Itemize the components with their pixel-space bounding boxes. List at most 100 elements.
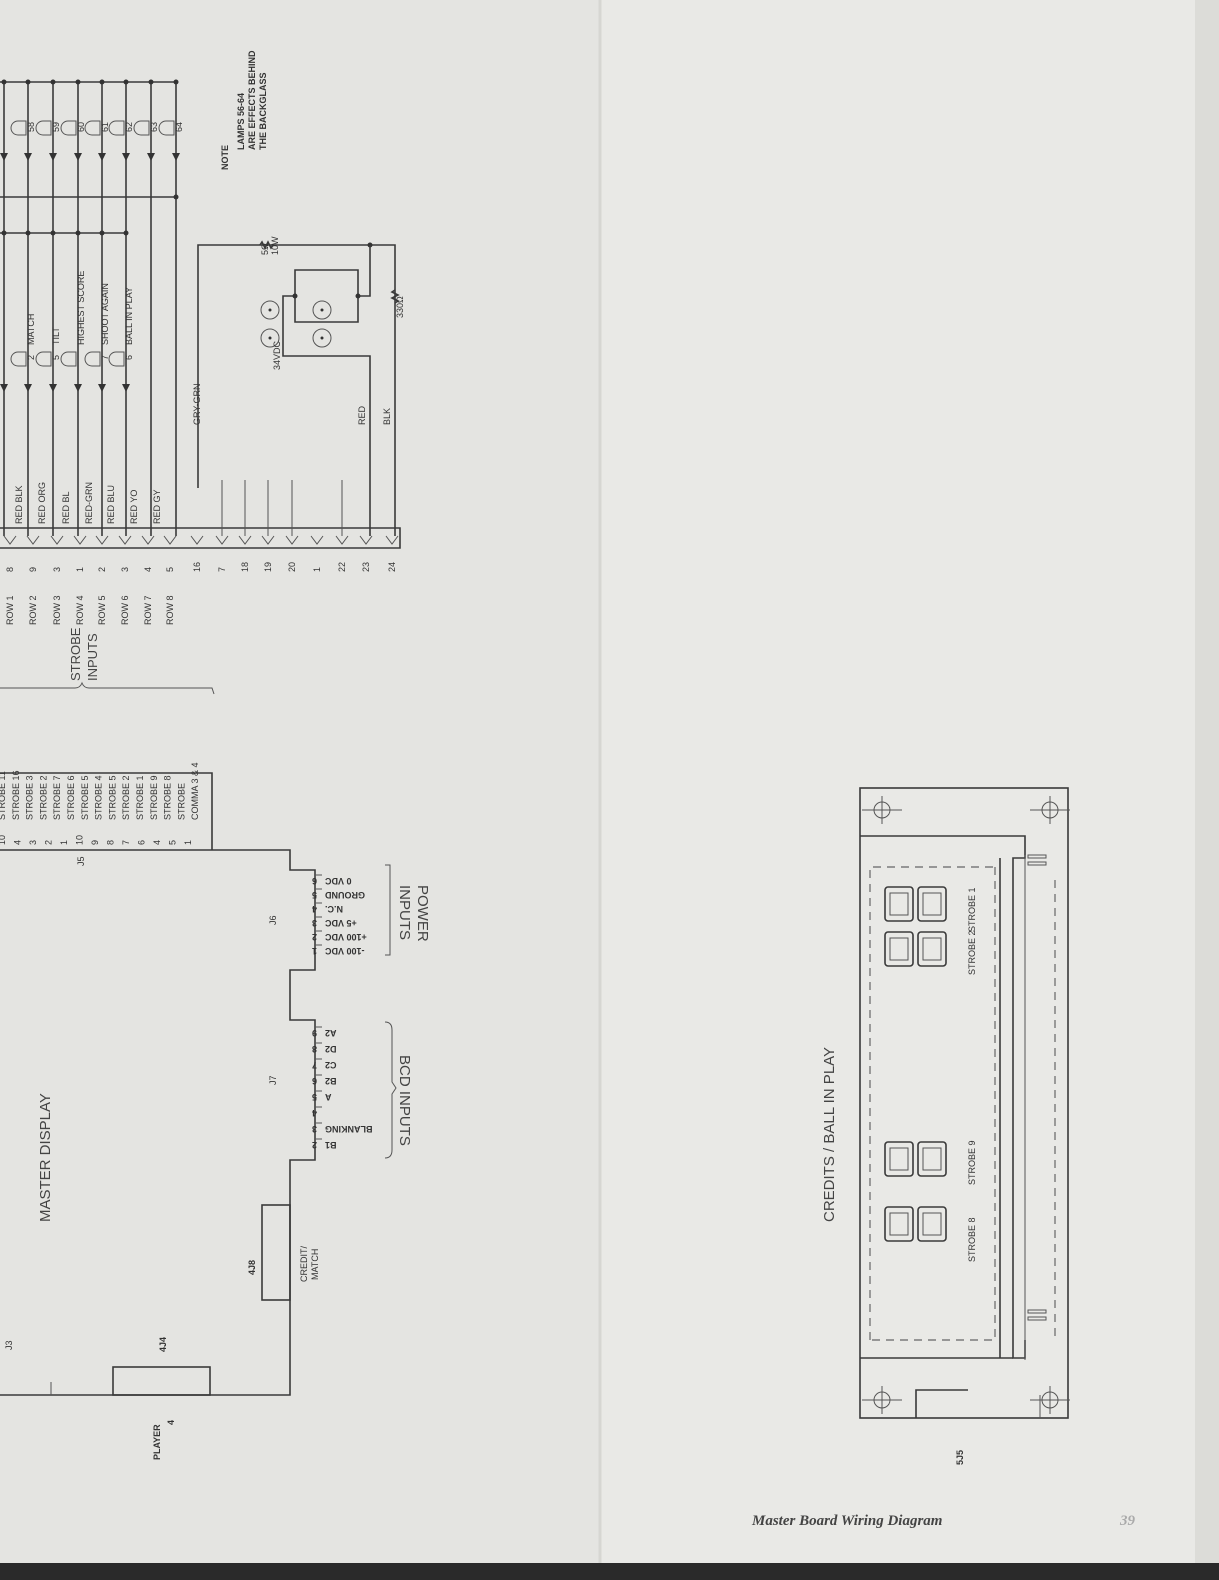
lamp-label: HIGHEST SCORE [76, 271, 86, 345]
pin-arrow [95, 535, 109, 545]
seven-segment-digit [884, 1206, 914, 1242]
junction-dot [99, 230, 105, 236]
lamp-number: 2 [26, 355, 36, 360]
strobe-label: STROBE 8 [967, 1217, 977, 1262]
j5-pin: 5 [168, 840, 178, 845]
junction-dot [99, 79, 105, 85]
credit-match-label: CREDIT/ [299, 1246, 309, 1282]
j5-signal: STROBE 11 [0, 771, 7, 820]
4j4-connector [112, 1366, 211, 1396]
pin-number: 1 [312, 567, 322, 572]
lamp-icon [84, 351, 101, 367]
lamp-icon [84, 120, 101, 136]
wire-label-blk: BLK [382, 408, 392, 425]
j6-pin: 5 [312, 890, 317, 900]
lamp-icon [35, 351, 52, 367]
j5-signal: STROBE 5 [80, 775, 90, 820]
diode-icon [122, 153, 130, 161]
pin-number: 3 [120, 567, 130, 572]
j3-label: J3 [4, 1340, 14, 1350]
lamp-number: 62 [124, 122, 134, 132]
left-page [0, 0, 600, 1565]
j5-signal: STROBE 8 [163, 775, 173, 820]
lamp-icon [60, 120, 77, 136]
lamp-icon [158, 120, 175, 136]
pin-number: 1 [75, 567, 85, 572]
row-label: ROW 7 [143, 595, 153, 625]
j5-pin: 1 [183, 840, 193, 845]
pin-arrow [50, 535, 64, 545]
j7-pin: 8 [312, 1044, 317, 1054]
pin-number: 18 [240, 562, 250, 572]
wire-color-label: RED BLK [14, 485, 24, 524]
j7-pin: 5 [312, 1092, 317, 1102]
j7-signal: A [325, 1092, 332, 1102]
diode-icon [24, 153, 32, 161]
pin-number: 23 [361, 562, 371, 572]
resistor-value: 5Ω [260, 243, 270, 255]
j6-pin: 6 [312, 876, 317, 886]
row-label: ROW 6 [120, 595, 130, 625]
digit-inner [889, 1147, 909, 1171]
junction-dot [75, 230, 81, 236]
lamp-number: 7 [100, 355, 110, 360]
row-label: ROW 1 [5, 595, 15, 625]
j5-pin: 6 [137, 840, 147, 845]
j7-pin: 3 [312, 1124, 317, 1134]
pin-number: 9 [28, 567, 38, 572]
j7-signal: B1 [325, 1140, 337, 1150]
lamp-icon [108, 351, 125, 367]
j5-pin: 2 [44, 840, 54, 845]
lamp-filament [320, 336, 324, 340]
junction-dot [25, 79, 31, 85]
pin-number: 16 [192, 562, 202, 572]
seven-segment-digit [884, 886, 914, 922]
pin-number: 4 [143, 567, 153, 572]
j5-signal: STROBE [176, 783, 186, 820]
resistor-value: 330Ω [395, 296, 405, 318]
5j5-label: 5J5 [955, 1450, 965, 1465]
strobe-group-label: STROBE [68, 627, 83, 681]
row-label: ROW 5 [97, 595, 107, 625]
lamp-cluster-wire [282, 245, 371, 536]
wire-color-label: RED YO [129, 490, 139, 524]
j6-signal: N.C. [325, 904, 343, 914]
bcd-brace [384, 1021, 397, 1159]
j5-pin: 10 [75, 835, 85, 845]
j7-pin: 4 [312, 1108, 317, 1118]
voltage-label: 34VDC [272, 340, 282, 370]
pin-arrow [26, 535, 40, 545]
pin-arrow [3, 535, 17, 545]
digit-inner [922, 1147, 942, 1171]
seven-segment-digits [884, 886, 947, 1242]
j5-pin: 4 [152, 840, 162, 845]
j6-pin: 1 [312, 946, 317, 956]
wire-color-label: RED BL [61, 491, 71, 524]
pin-number: 2 [97, 567, 107, 572]
strobe-label: STROBE 1 [967, 887, 977, 932]
diode-icon [49, 384, 57, 392]
junction-dot [1, 230, 7, 236]
seven-segment-digit [884, 931, 914, 967]
j6-label: J6 [268, 915, 278, 925]
j6-signal: GROUND [325, 890, 365, 900]
j5-signal: STROBE 1 [135, 775, 145, 820]
seven-segment-digit [917, 886, 947, 922]
junction-dot [50, 79, 56, 85]
j5-pin: 10 [0, 835, 7, 845]
lamp-label: BALL IN PLAY [124, 287, 134, 345]
lamp-icon [10, 120, 27, 136]
scan-edge [0, 1563, 1219, 1580]
mounting-holes [862, 796, 1070, 1414]
pin-arrow [118, 535, 132, 545]
j5-signal: STROBE 9 [149, 775, 159, 820]
j7-pin: 9 [312, 1028, 317, 1038]
row-label: ROW 8 [165, 595, 175, 625]
j7-signal: B2 [325, 1076, 337, 1086]
j5-pin: 7 [121, 840, 131, 845]
diode-icon [122, 384, 130, 392]
